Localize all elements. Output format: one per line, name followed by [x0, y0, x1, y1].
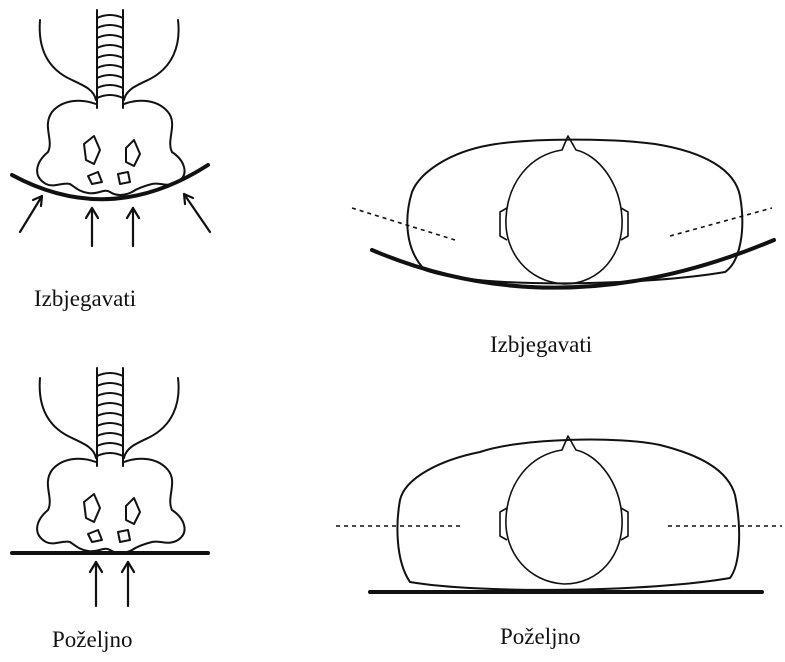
- pillow-outline: [397, 440, 739, 590]
- curved-support-line: [372, 240, 774, 288]
- head-preferred-caption: Poželjno: [500, 625, 581, 648]
- pelvis-avoid-figure: [12, 10, 210, 246]
- dashed-reference-line: [670, 208, 772, 236]
- curved-support-line: [12, 165, 208, 199]
- pelvis-preferred-caption: Poželjno: [52, 628, 133, 651]
- pelvis-preferred-figure: [12, 368, 208, 606]
- head-preferred-figure: [336, 436, 782, 592]
- pillow-outline: [407, 140, 742, 284]
- pressure-arrows: [20, 194, 210, 246]
- pelvis-avoid-caption: Izbjegavati: [34, 287, 136, 310]
- dashed-reference-line: [352, 208, 455, 240]
- pressure-arrows: [90, 562, 134, 606]
- head-avoid-figure: [352, 136, 774, 288]
- head-avoid-caption: Izbjegavati: [490, 333, 592, 356]
